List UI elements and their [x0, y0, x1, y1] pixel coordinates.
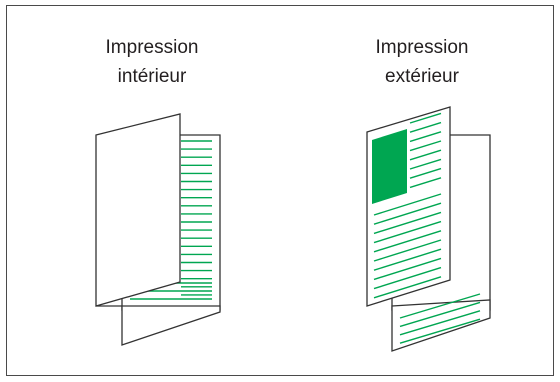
text-line	[409, 140, 442, 152]
text-line	[373, 220, 442, 244]
text-line	[373, 193, 442, 216]
image-block	[372, 129, 407, 204]
text-line	[399, 318, 481, 344]
inside-print-lines	[130, 140, 212, 300]
option-label-inside-line1: Impression	[105, 37, 199, 58]
text-line	[373, 276, 442, 299]
text-line	[373, 239, 442, 262]
option-label-inside-line2: intérieur	[117, 66, 187, 87]
bottom-flap-outside	[391, 299, 491, 352]
outside-flap-lines	[399, 293, 481, 344]
text-line	[373, 257, 442, 281]
text-line	[409, 121, 442, 133]
text-line	[409, 112, 442, 124]
text-line	[409, 131, 442, 143]
outside-print-illustration	[366, 106, 491, 352]
outside-print-lines	[373, 112, 442, 299]
text-line	[409, 158, 442, 170]
front-panel-outside	[366, 106, 451, 307]
bottom-flap-inside	[121, 305, 221, 346]
text-line	[399, 301, 481, 328]
text-line	[399, 310, 481, 336]
text-line	[409, 149, 442, 161]
text-line	[373, 202, 442, 225]
option-label-outside-line2: extérieur	[385, 66, 459, 87]
option-label-outside-line1: Impression	[375, 37, 469, 58]
text-line	[399, 293, 481, 319]
text-line	[373, 230, 442, 253]
option-label-outside: Impression extérieur	[332, 33, 512, 91]
text-line	[409, 167, 442, 179]
front-panel-inside	[95, 113, 181, 307]
text-line	[373, 266, 442, 290]
text-line	[409, 177, 442, 189]
inside-print-illustration	[95, 113, 221, 346]
text-line	[373, 248, 442, 271]
text-line	[373, 211, 442, 235]
option-label-inside: Impression intérieur	[62, 33, 242, 91]
